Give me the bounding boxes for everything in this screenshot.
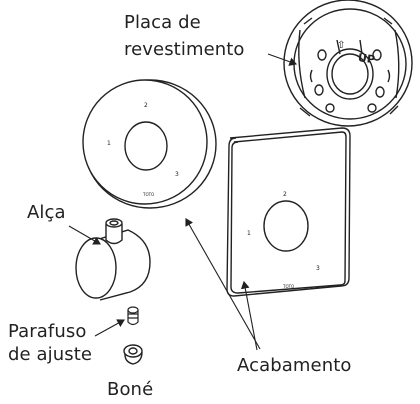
cover-plate-label-line1: Placa de [124, 12, 201, 33]
plate-up-text: UP [357, 51, 376, 66]
handle [75, 218, 151, 301]
cover-plate [283, 0, 413, 127]
square-dial-1: 1 [247, 230, 251, 237]
set-screw [127, 306, 139, 326]
square-dial-3: 3 [316, 265, 320, 272]
round-trim-brand: TOTO [142, 192, 154, 197]
handle-label: Alça [27, 202, 66, 223]
trim-label: Acabamento [237, 355, 352, 376]
round-dial-2: 2 [144, 102, 148, 109]
round-dial-3: 3 [175, 171, 179, 178]
cap-label: Boné [107, 379, 154, 400]
cap [123, 344, 143, 365]
square-dial-2: 2 [283, 191, 287, 198]
plate-arrow-icon: ⇧ [337, 40, 345, 51]
round-trim [82, 79, 217, 209]
set-screw-label-line1: Parafuso [8, 321, 87, 342]
set-screw-label-line2: de ajuste [8, 344, 93, 365]
round-dial-1: 1 [107, 140, 111, 147]
square-trim [226, 127, 351, 297]
square-trim-brand: TOTO [282, 284, 294, 289]
leader-lines [68, 53, 298, 351]
cover-plate-label-line2: revestimento [124, 39, 245, 60]
